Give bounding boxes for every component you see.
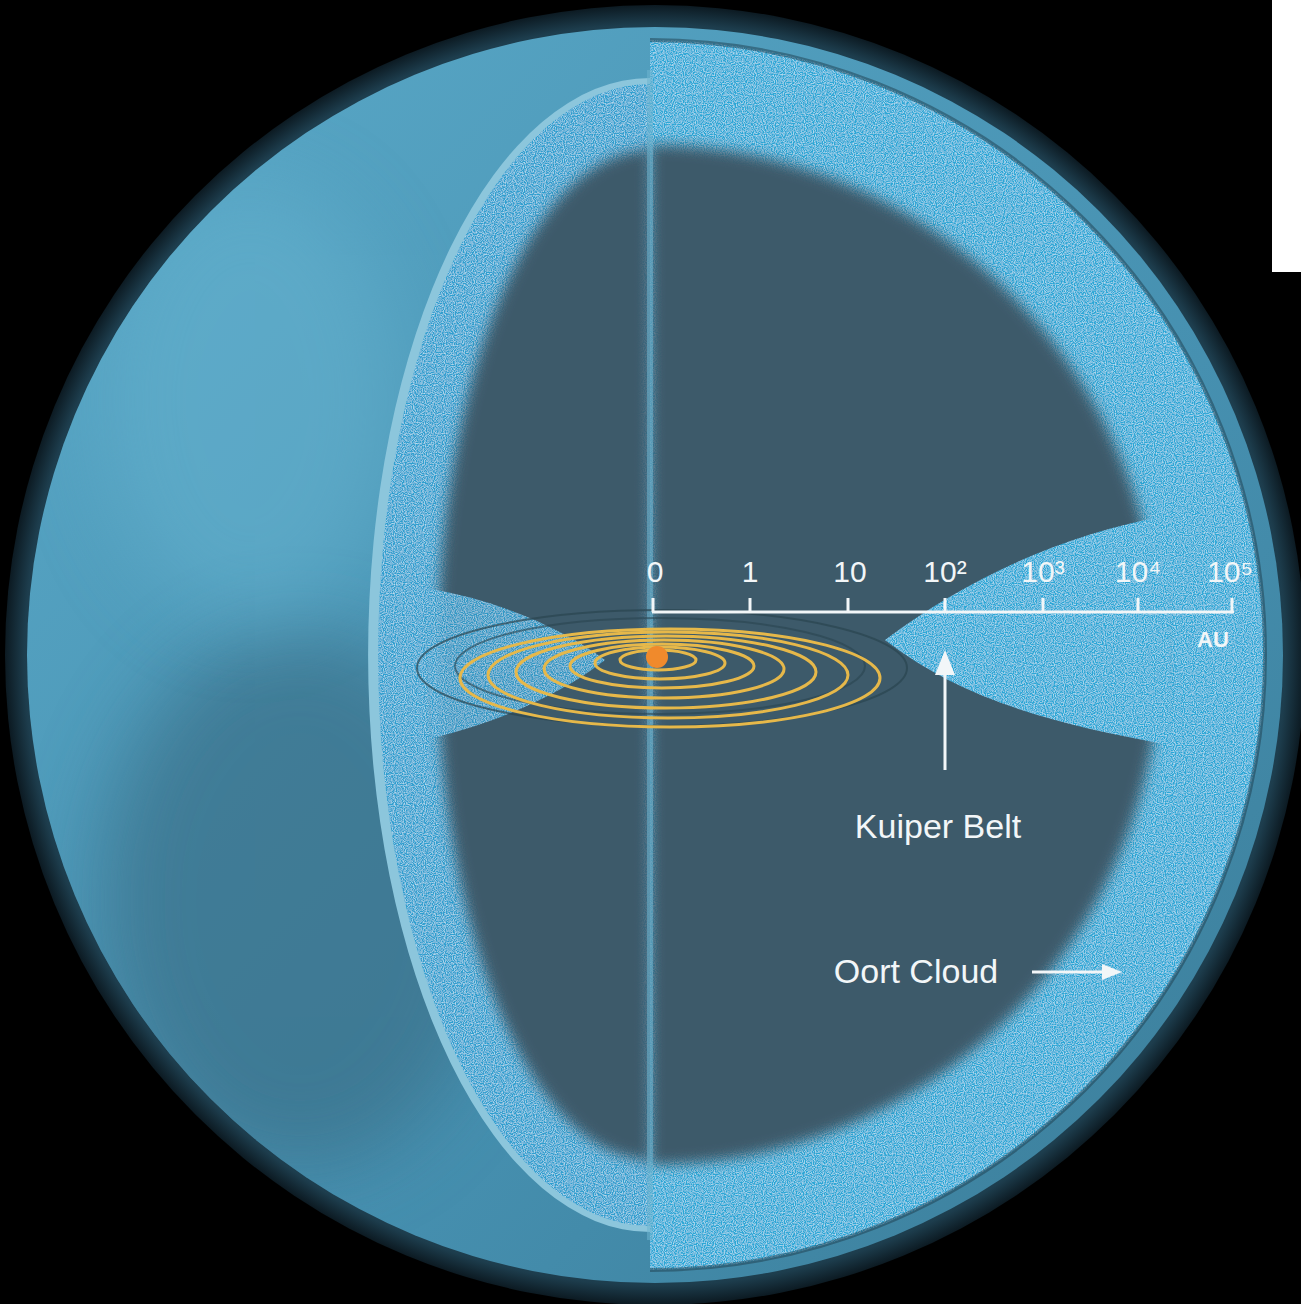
scale-tick-label: 10⁵ bbox=[1207, 555, 1253, 588]
sphere-rim bbox=[5, 5, 1301, 1304]
left-inner-cloud bbox=[425, 588, 605, 738]
scale-tick-label: 0 bbox=[647, 555, 664, 588]
scale-tick-label: 10 bbox=[833, 555, 866, 588]
scale-tick-label: 10⁴ bbox=[1115, 555, 1161, 588]
scale-tick-label: 1 bbox=[742, 555, 759, 588]
region-label: Kuiper Belt bbox=[855, 808, 1021, 845]
sun bbox=[646, 646, 668, 668]
scale-axis bbox=[652, 598, 1234, 612]
scale-tick-label: 10³ bbox=[1021, 555, 1064, 588]
corner-patch bbox=[1272, 0, 1301, 272]
sphere-shell bbox=[27, 27, 1283, 1283]
unit-label: AU bbox=[1197, 628, 1229, 652]
right-inner-cloud bbox=[885, 515, 1170, 745]
scale-tick-label: 10² bbox=[923, 555, 966, 588]
region-label: Oort Cloud bbox=[834, 953, 998, 990]
orbits bbox=[417, 610, 907, 727]
shell-highlight bbox=[100, 180, 400, 620]
left-cut-plane bbox=[378, 84, 650, 1226]
